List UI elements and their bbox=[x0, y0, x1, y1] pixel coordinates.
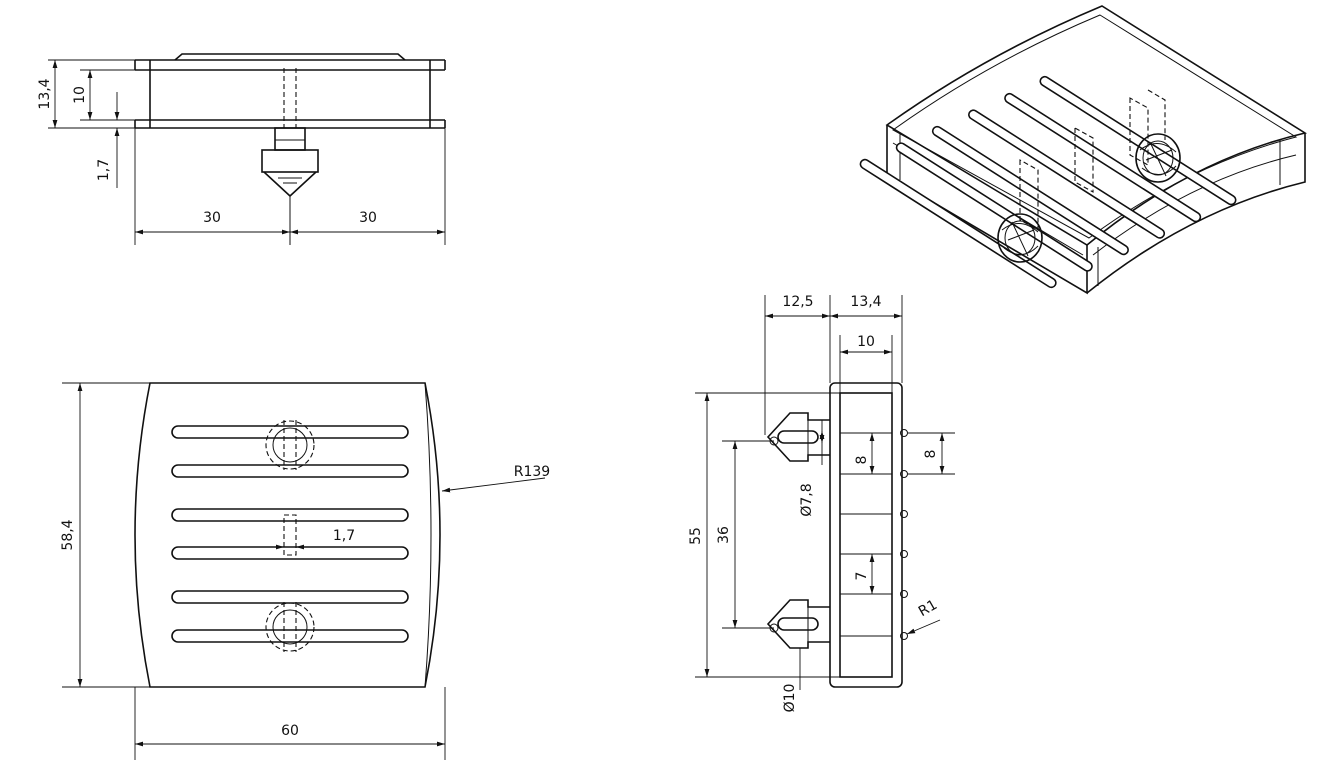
dim-half-left: 30 bbox=[203, 210, 221, 226]
dim-slot-gap: 1,7 bbox=[333, 528, 355, 544]
dim-top-height: 58,4 bbox=[60, 519, 76, 550]
slots bbox=[171, 425, 409, 643]
dim-top-width: 60 bbox=[281, 723, 299, 739]
dim-pin-offset: 12,5 bbox=[782, 294, 813, 310]
dim-head-diameter: Ø10 bbox=[782, 684, 798, 713]
dim-depth-inner: 10 bbox=[857, 334, 875, 350]
pin-right bbox=[1135, 133, 1181, 183]
top-view: 1,7 R139 58,4 60 bbox=[60, 382, 550, 760]
dim-height-overall: 13,4 bbox=[37, 78, 53, 109]
front-view: 13,4 10 1,7 30 30 bbox=[37, 53, 446, 245]
dim-pin-spacing: 36 bbox=[716, 526, 732, 544]
dim-half-right: 30 bbox=[359, 210, 377, 226]
dim-height-inner: 10 bbox=[72, 86, 88, 104]
dim-pitch-c: 7 bbox=[854, 572, 870, 581]
isometric-view bbox=[859, 5, 1308, 295]
dim-edge-radius: R1 bbox=[916, 597, 940, 620]
dim-pitch-a: 8 bbox=[854, 456, 870, 465]
dim-depth-overall: 13,4 bbox=[850, 294, 881, 310]
dim-pitch-b: 8 bbox=[923, 450, 939, 459]
pin-left bbox=[997, 213, 1043, 263]
dim-wall: 1,7 bbox=[96, 159, 112, 181]
side-view: 12,5 13,4 10 55 36 Ø7,8 Ø10 8 7 8 R1 bbox=[688, 294, 955, 712]
dim-side-height: 55 bbox=[688, 527, 704, 545]
dim-pin-diameter: Ø7,8 bbox=[799, 483, 815, 516]
dim-radius: R139 bbox=[514, 464, 550, 480]
